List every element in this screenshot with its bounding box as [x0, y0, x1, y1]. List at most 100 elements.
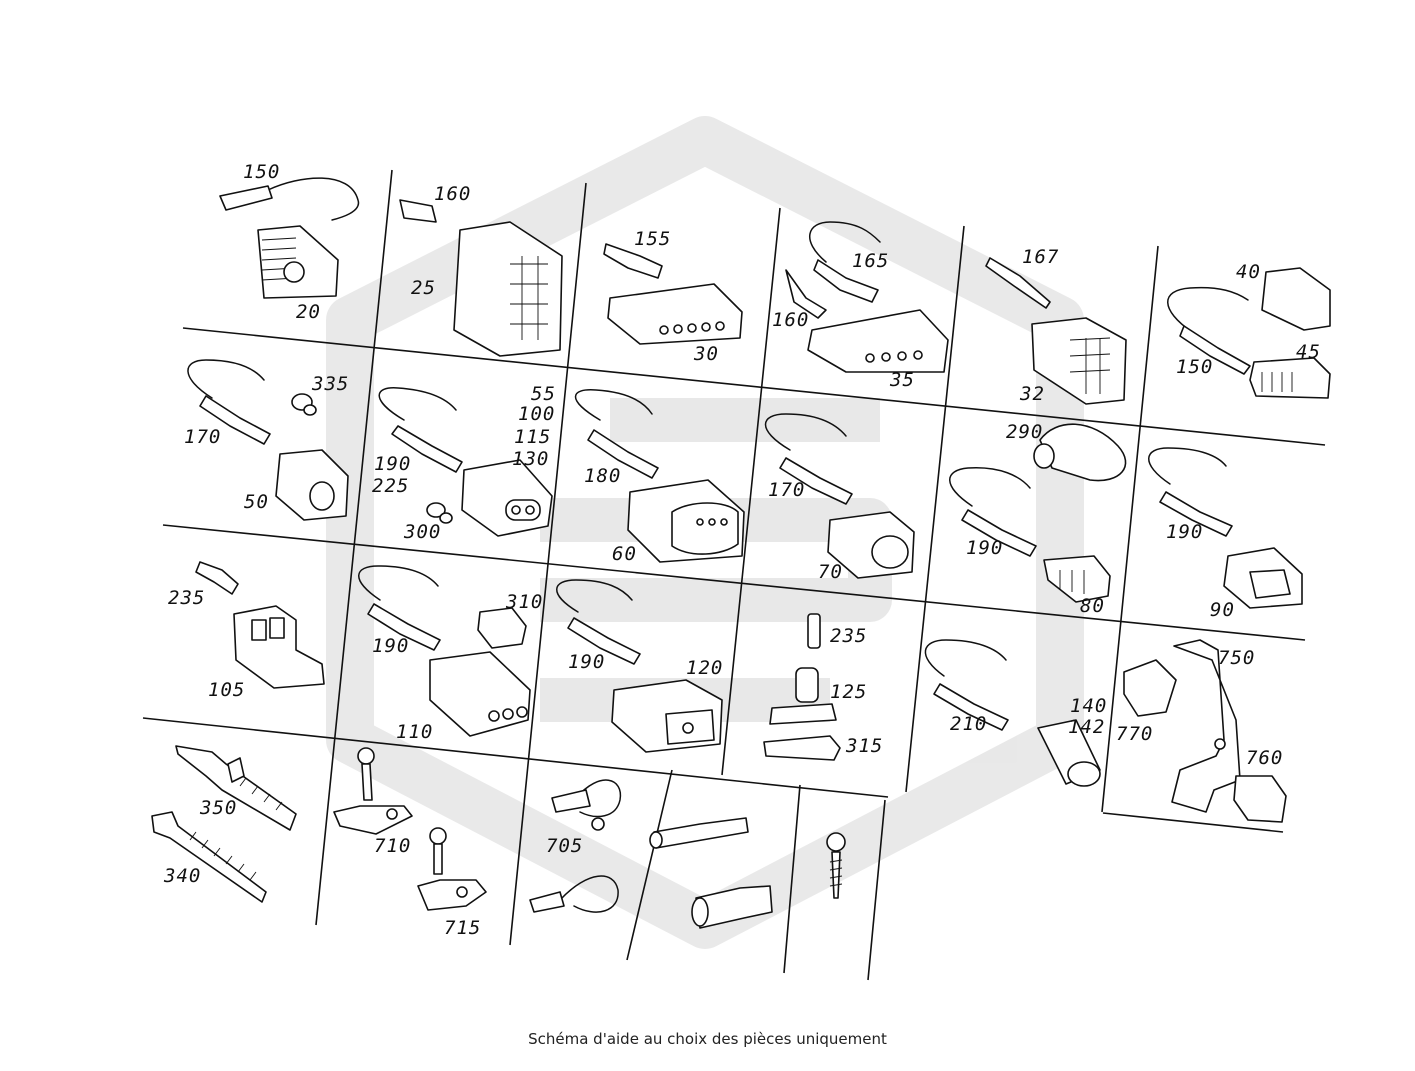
part-label: 310 [505, 591, 543, 613]
screw-part [826, 832, 846, 899]
cell-21: 705 [529, 779, 622, 913]
connector-housing-part [257, 225, 339, 299]
part-label: 190 [374, 453, 411, 475]
terminal-wire-part [1167, 286, 1251, 375]
cell-8: 55 100 115 130 190 225 300 [372, 383, 556, 543]
terminal-part [985, 257, 1051, 309]
part-label: 235 [168, 587, 205, 609]
part-label: 80 [1080, 595, 1105, 617]
part-label: 715 [444, 917, 481, 939]
cap-part [1233, 775, 1287, 823]
part-label: 142 [1068, 716, 1105, 738]
connector-plug-part [611, 679, 723, 753]
pin-part [195, 561, 239, 595]
part-label: 190 [1166, 521, 1203, 543]
part-label: 210 [950, 713, 987, 735]
connector-cover-part [1261, 267, 1331, 331]
connector-plug-part [275, 449, 349, 521]
terminal-wire-part [1148, 447, 1233, 537]
connector-plug-part [1223, 547, 1303, 609]
caption: Schéma d'aide au choix des pièces unique… [528, 1030, 887, 1048]
grid-lines [142, 169, 1326, 981]
cell-1: 150 20 [219, 161, 360, 323]
terminal-wire-part [187, 359, 271, 445]
part-label: 190 [372, 635, 409, 657]
cell-15: 190 120 [556, 579, 723, 753]
terminal-wire-part [924, 639, 1009, 731]
terminal-wire-part [764, 413, 853, 505]
cell-12: 190 90 [1148, 447, 1303, 621]
connector-strip-part [1249, 357, 1331, 399]
connector-housing-part [1031, 317, 1127, 405]
part-label: 150 [1176, 356, 1213, 378]
connector-cap-part [477, 607, 527, 649]
part-label: 125 [830, 681, 867, 703]
cell-10: 170 70 [764, 413, 915, 583]
part-label: 300 [403, 521, 441, 543]
cell-3: 155 30 [603, 228, 743, 365]
grommet-part [691, 885, 773, 929]
cell-2: 160 25 [399, 183, 563, 357]
part-label: 150 [243, 161, 280, 183]
bracket-part [333, 805, 413, 835]
part-label: 50 [244, 491, 269, 513]
cable-tie-part [175, 745, 297, 831]
part-label: 335 [311, 373, 349, 395]
cell-20: 710 715 [333, 747, 487, 939]
seal-part [291, 393, 317, 416]
connector-strip-part [607, 283, 743, 345]
terminal-wire-part [556, 579, 641, 665]
protective-cap-part [1033, 423, 1127, 482]
part-label: 160 [772, 309, 809, 331]
cell-13: 235 105 [168, 561, 325, 701]
connector-plug-part [627, 479, 745, 563]
part-label: 55 [531, 383, 556, 405]
terminal-wire-part [358, 565, 441, 651]
cell-7: 335 170 50 [184, 359, 349, 521]
part-label: 40 [1236, 261, 1261, 283]
terminal-wire-part [219, 177, 360, 221]
part-label: 30 [693, 343, 719, 365]
clip-part [763, 735, 841, 761]
cable-clip-part [529, 875, 619, 913]
part-label: 70 [818, 561, 843, 583]
cell-11: 290 190 80 [949, 421, 1127, 617]
part-label: 170 [184, 426, 221, 448]
terminal-part [399, 199, 437, 223]
part-label: 290 [1006, 421, 1043, 443]
part-label: 167 [1022, 246, 1059, 268]
connector-plug-part [429, 651, 531, 737]
connector-plug-part [827, 511, 915, 579]
connector-block-part [453, 221, 563, 357]
part-label: 180 [584, 465, 621, 487]
part-label: 170 [768, 479, 805, 501]
part-label: 115 [514, 426, 551, 448]
part-label: 160 [434, 183, 471, 205]
part-label: 130 [512, 448, 549, 470]
connector-strip-part [807, 309, 949, 373]
terminal-wire-part [949, 467, 1037, 557]
part-label: 760 [1246, 747, 1283, 769]
cell-5: 167 32 [985, 246, 1127, 405]
part-label: 165 [852, 250, 889, 272]
part-label: 120 [686, 657, 723, 679]
part-label: 110 [396, 721, 433, 743]
part-label: 225 [372, 475, 409, 497]
cell-14: 310 190 110 [358, 565, 543, 743]
terminal-part [603, 243, 663, 279]
cell-23 [826, 832, 846, 899]
part-label: 235 [830, 625, 867, 647]
terminal-wire-part [575, 389, 659, 479]
bracket-part [417, 879, 487, 911]
part-label: 25 [411, 277, 436, 299]
part-label: 32 [1019, 383, 1045, 405]
terminal-wire-part [785, 221, 881, 319]
cell-9: 180 60 [575, 389, 745, 565]
cell-22 [649, 817, 773, 929]
terminal-wire-part [378, 387, 463, 473]
part-label: 750 [1218, 647, 1255, 669]
part-label: 100 [518, 403, 555, 425]
connector-housing-part [233, 605, 325, 689]
part-label: 340 [163, 865, 201, 887]
